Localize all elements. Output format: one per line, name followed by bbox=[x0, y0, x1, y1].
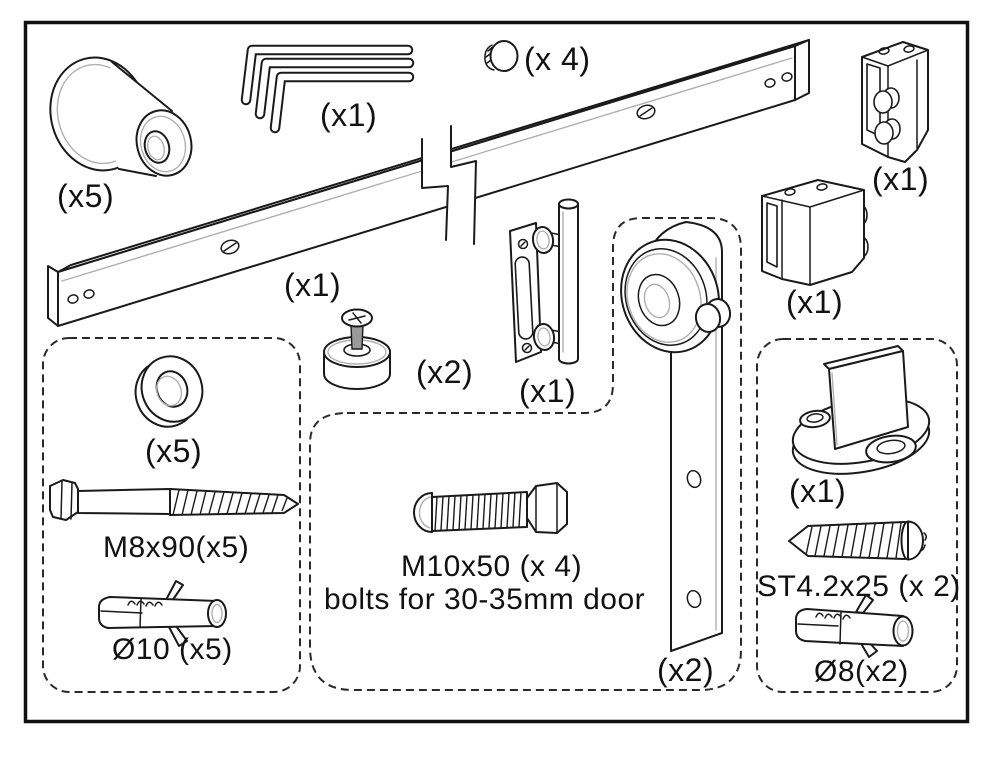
wall-anchor-8-spec-label: Ø8(x2) bbox=[814, 655, 909, 688]
rail-break-line bbox=[450, 125, 477, 245]
door-stop-a-qty-label: (x1) bbox=[872, 161, 929, 197]
floor-guide-qty-label: (x1) bbox=[789, 473, 846, 509]
roller-hanger-drawing bbox=[620, 221, 732, 652]
lag-screw-spec-label: M8x90(x5) bbox=[103, 531, 249, 564]
self-tap-screw-spec-label: ST4.2x25 (x 2) bbox=[757, 570, 961, 603]
wall-anchor-10-drawing bbox=[98, 580, 227, 647]
wall-anchor-8-drawing bbox=[795, 594, 914, 658]
allen-wrenches-drawing bbox=[240, 44, 415, 134]
door-bolt-note-label: bolts for 30-35mm door bbox=[324, 583, 645, 616]
door-bolt-drawing bbox=[413, 482, 568, 534]
washer-drawing bbox=[134, 355, 204, 428]
floor-stopper-qty-label: (x2) bbox=[416, 354, 473, 390]
door-bolt-spec-label: M10x50 (x 4) bbox=[401, 550, 582, 583]
fixing-kit-box-center bbox=[309, 217, 742, 691]
fixing-kit-box-left bbox=[42, 337, 301, 693]
wall-spacer-qty-label: (x5) bbox=[57, 178, 114, 214]
wall-anchor-10-spec-label: Ø10 (x5) bbox=[112, 633, 233, 666]
lag-screw-drawing bbox=[49, 479, 299, 521]
allen-wrenches-qty-label: (x1) bbox=[320, 97, 377, 133]
door-stop-b-qty-label: (x1) bbox=[786, 284, 843, 320]
door-stop-a-drawing bbox=[861, 41, 929, 163]
floor-stopper-drawing bbox=[323, 308, 391, 390]
diagram-border bbox=[23, 20, 970, 724]
self-tap-screw-drawing bbox=[788, 520, 928, 561]
wall-spacer-drawing bbox=[49, 56, 193, 177]
cap-screw-drawing bbox=[484, 40, 519, 72]
door-handle-drawing bbox=[509, 198, 579, 365]
track-rail-qty-label: (x1) bbox=[284, 267, 341, 303]
washer-qty-label: (x5) bbox=[145, 433, 202, 469]
door-handle-qty-label: (x1) bbox=[519, 373, 576, 409]
floor-guide-drawing bbox=[791, 345, 931, 475]
rail-break-line bbox=[421, 138, 449, 241]
door-stop-b-drawing bbox=[761, 179, 869, 286]
fixing-kit-box-right bbox=[756, 338, 958, 693]
roller-hanger-qty-label: (x2) bbox=[657, 652, 714, 688]
cap-screws-qty-label: (x 4) bbox=[524, 41, 591, 77]
track-rail-drawing bbox=[47, 39, 810, 327]
